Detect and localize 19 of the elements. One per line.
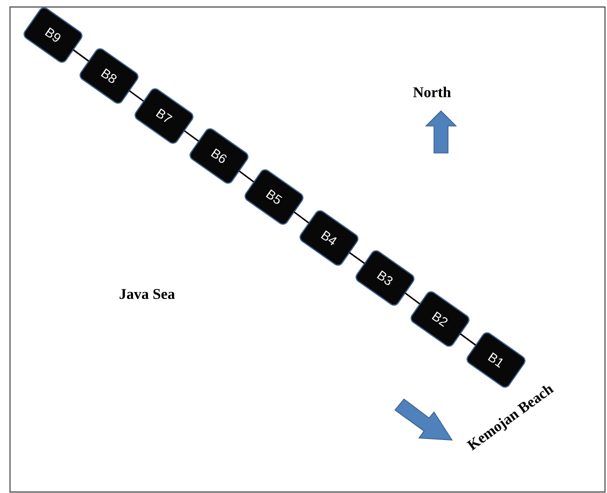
connector-line <box>460 333 476 346</box>
buoy-box: B4 <box>300 210 358 266</box>
connector-line <box>294 211 310 224</box>
connector-line <box>238 170 254 183</box>
connector-line <box>184 130 200 142</box>
connector-line <box>128 90 144 102</box>
map-label: Java Sea <box>120 288 175 299</box>
buoy-box: B8 <box>80 48 138 104</box>
connector-line <box>349 252 365 264</box>
buoy-box: B3 <box>356 250 414 306</box>
buoy-box: B9 <box>24 7 82 63</box>
connector-line <box>72 49 90 62</box>
buoy-box: B6 <box>190 128 248 184</box>
buoy-box: B2 <box>410 291 470 347</box>
buoy-box: B5 <box>244 169 304 225</box>
buoy-box: B1 <box>466 332 526 388</box>
connector-line <box>404 292 420 305</box>
buoy-box: B7 <box>134 88 194 144</box>
map-label: North <box>413 86 451 98</box>
